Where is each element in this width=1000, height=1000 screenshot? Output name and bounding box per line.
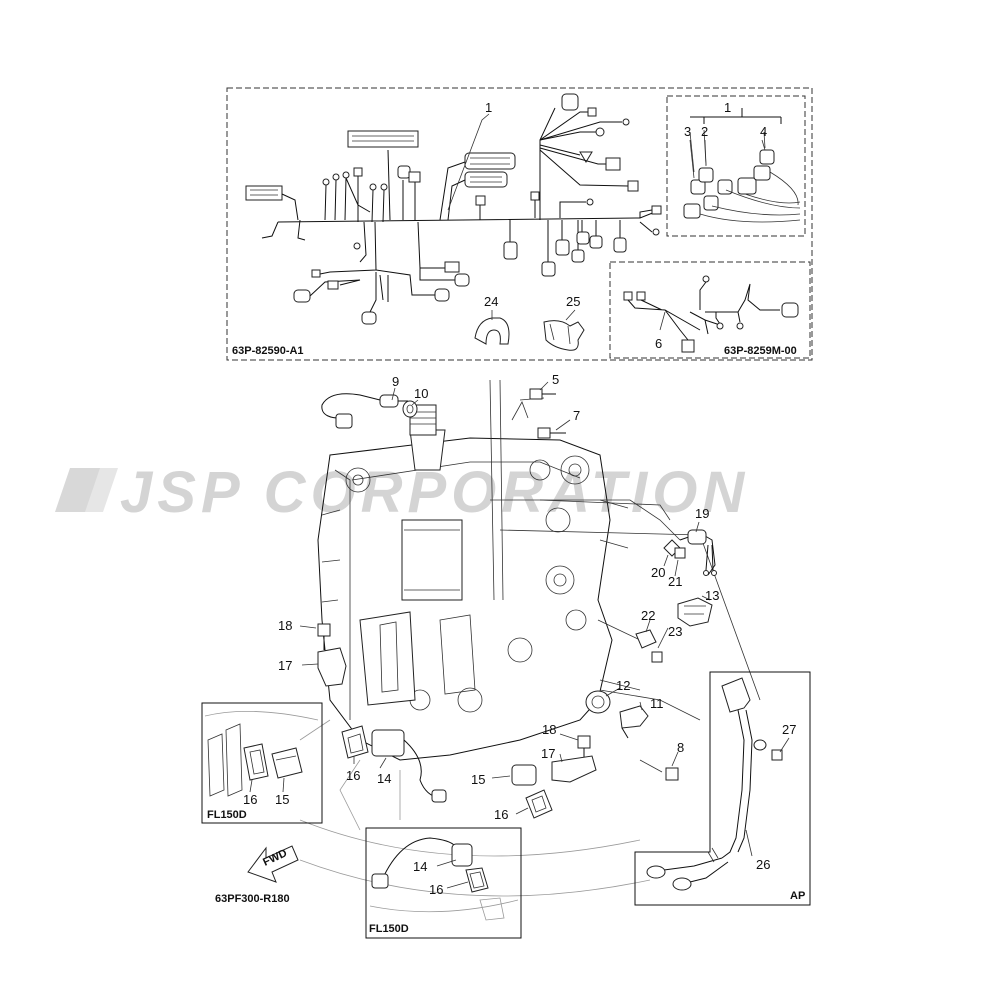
sub-wire-harness [623,275,799,353]
callout-18-right: 18 [542,722,556,737]
sensor-9-with-lead [321,393,408,429]
relay-15 [511,764,537,786]
bracket-17-right [551,755,597,783]
callout-11: 11 [650,696,664,711]
watermark-logo: JSP CORPORATION [55,460,749,525]
ap-inset [634,671,811,906]
callout-9: 9 [392,374,399,389]
callout-15-main: 15 [471,772,485,787]
callout-2: 2 [701,124,708,139]
callout-27: 27 [782,722,796,737]
harness-panel-border [226,87,813,361]
bracket-17-left [317,647,347,687]
callout-18-left: 18 [278,618,292,633]
callout-3: 3 [684,124,691,139]
callout-24: 24 [484,294,498,309]
main-wire-harness [245,93,662,325]
callout-8: 8 [677,740,684,755]
sensor-11 [619,705,649,739]
harness-connector-inset [666,95,806,237]
callout-22: 22 [641,608,655,623]
sub-harness-inset [609,261,811,359]
holder-16-right [525,789,553,819]
harness-sub-code: 63P-8259M-00 [724,345,797,357]
callout-14-inset: 14 [413,859,427,874]
leader-lines [249,113,790,889]
fl150d-bottom-label: FL150D [369,923,409,935]
fl150d-bottom-parts [369,837,519,921]
callout-15-left: 15 [275,792,289,807]
callout-19: 19 [695,506,709,521]
callout-25: 25 [566,294,580,309]
callout-1-inset: 1 [724,100,731,115]
sensor-13 [677,597,713,627]
bolt-21 [674,547,686,559]
callout-labels: 1 1 2 3 4 5 6 7 8 9 10 11 12 13 14 14 15… [243,100,796,897]
bracket-22 [635,629,657,649]
fl150d-left-inset [201,702,323,824]
bolt-8 [639,759,679,781]
ap-label: AP [790,890,805,902]
bolt-18-left [317,623,331,650]
battery-cable-26 [646,677,753,891]
callout-26: 26 [756,857,770,872]
bolt-27 [753,739,783,761]
relay-14 [371,729,447,803]
callout-23: 23 [668,624,682,639]
fl150d-left-parts [204,710,319,797]
callout-16-left: 16 [243,792,257,807]
callout-10: 10 [414,386,428,401]
callout-12: 12 [616,678,630,693]
callout-4: 4 [760,124,767,139]
callout-16-main: 16 [346,768,360,783]
harness-connector-left [245,185,283,201]
sensor-19 [679,529,717,576]
callout-1-main: 1 [485,100,492,115]
bolt-7 [537,427,566,439]
figure-code: 63PF300-R180 [215,893,290,905]
callout-21: 21 [668,574,682,589]
callout-6: 6 [655,336,662,351]
grommet-12 [585,690,611,714]
callout-13: 13 [705,588,719,603]
fwd-arrow-icon: FWD [247,845,299,883]
ecu-module [401,519,463,601]
fl150d-bottom-inset [365,827,522,939]
bolt-5 [529,388,556,400]
watermark-text: JSP CORPORATION [120,460,749,525]
fl150d-left-label: FL150D [207,809,247,821]
clamp-24 [474,317,510,345]
washer-10 [402,400,418,418]
callout-14-main: 14 [377,771,391,786]
callout-5: 5 [552,372,559,387]
callout-17-right: 17 [541,746,555,761]
bolt-23 [651,651,663,663]
callout-16-right: 16 [494,807,508,822]
engine-block [299,379,761,831]
clamp-25 [543,320,585,351]
holder-16-mid [341,725,369,759]
harness-connector-group [683,108,801,223]
callout-20: 20 [651,565,665,580]
harness-main-code: 63P-82590-A1 [232,345,304,357]
callout-16-bottom: 16 [429,882,443,897]
ecu-connector [347,130,419,148]
callout-7: 7 [573,408,580,423]
callout-17-left: 17 [278,658,292,673]
